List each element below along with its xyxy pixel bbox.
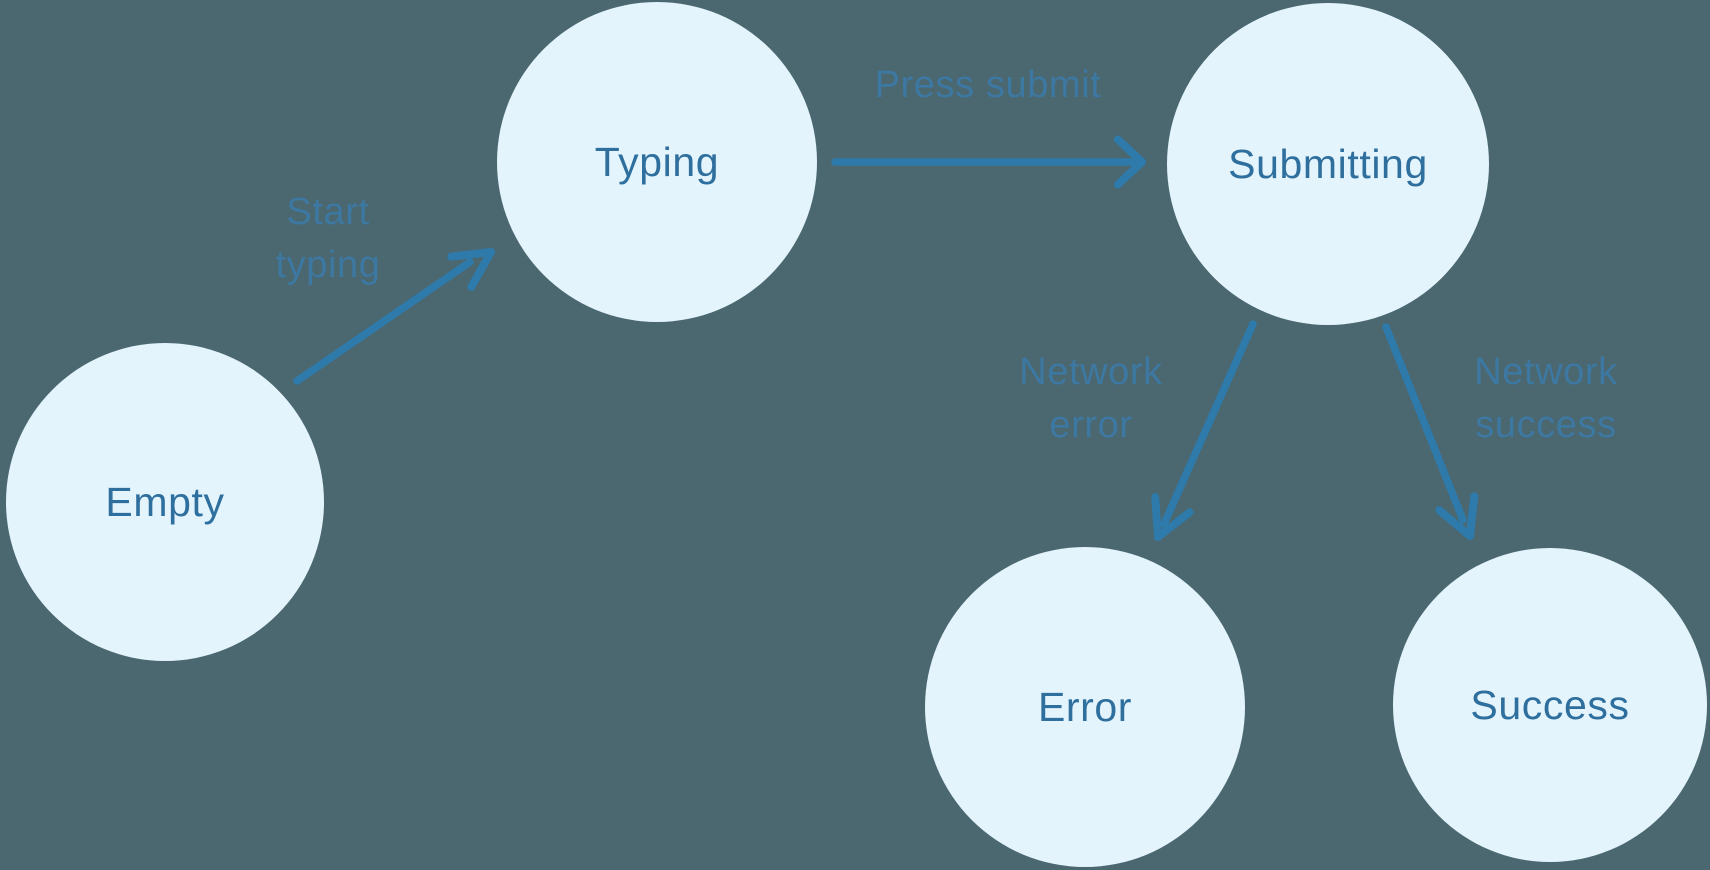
arrowhead-icon xyxy=(1435,506,1474,540)
transition-label-network-success: Network xyxy=(1474,351,1618,393)
transition-network-error: Network error xyxy=(1019,320,1257,541)
arrowhead-icon xyxy=(467,248,495,291)
state-label-typing: Typing xyxy=(595,139,719,185)
transition-label-start-typing: Start xyxy=(286,191,369,233)
arrowhead-icon xyxy=(447,248,495,261)
state-circle-success xyxy=(1393,548,1707,862)
state-label-error: Error xyxy=(1038,684,1132,730)
state-node-empty: Empty xyxy=(6,343,324,661)
transition-start-typing: Start typing xyxy=(275,191,495,385)
arrowhead-icon xyxy=(1113,135,1146,166)
state-node-typing: Typing xyxy=(497,2,817,322)
transition-network-success: Network success xyxy=(1382,323,1618,540)
state-circle-error xyxy=(925,547,1245,867)
transition-line-network-error xyxy=(1160,320,1257,528)
transition-label-press-submit: Press submit xyxy=(875,64,1102,106)
transition-line-network-success xyxy=(1382,323,1467,524)
state-label-empty: Empty xyxy=(105,479,224,525)
state-label-success: Success xyxy=(1470,682,1629,728)
arrowhead-icon xyxy=(1154,508,1194,541)
transition-label-network-success: success xyxy=(1475,404,1616,446)
state-circle-empty xyxy=(6,343,324,661)
state-label-submitting: Submitting xyxy=(1228,141,1428,187)
arrowhead-icon xyxy=(1113,158,1146,189)
state-node-error: Error xyxy=(925,547,1245,867)
arrowhead-icon xyxy=(1151,493,1162,541)
state-node-submitting: Submitting xyxy=(1167,3,1489,325)
transition-label-network-error: error xyxy=(1049,404,1132,446)
transition-line-start-typing xyxy=(293,258,474,385)
state-circle-submitting xyxy=(1167,3,1489,325)
arrowhead-icon xyxy=(1466,492,1479,540)
transition-label-start-typing: typing xyxy=(275,244,380,286)
transition-press-submit: Press submit xyxy=(831,64,1146,189)
state-circle-typing xyxy=(497,2,817,322)
transition-label-network-error: Network xyxy=(1019,351,1163,393)
state-node-success: Success xyxy=(1393,548,1707,862)
